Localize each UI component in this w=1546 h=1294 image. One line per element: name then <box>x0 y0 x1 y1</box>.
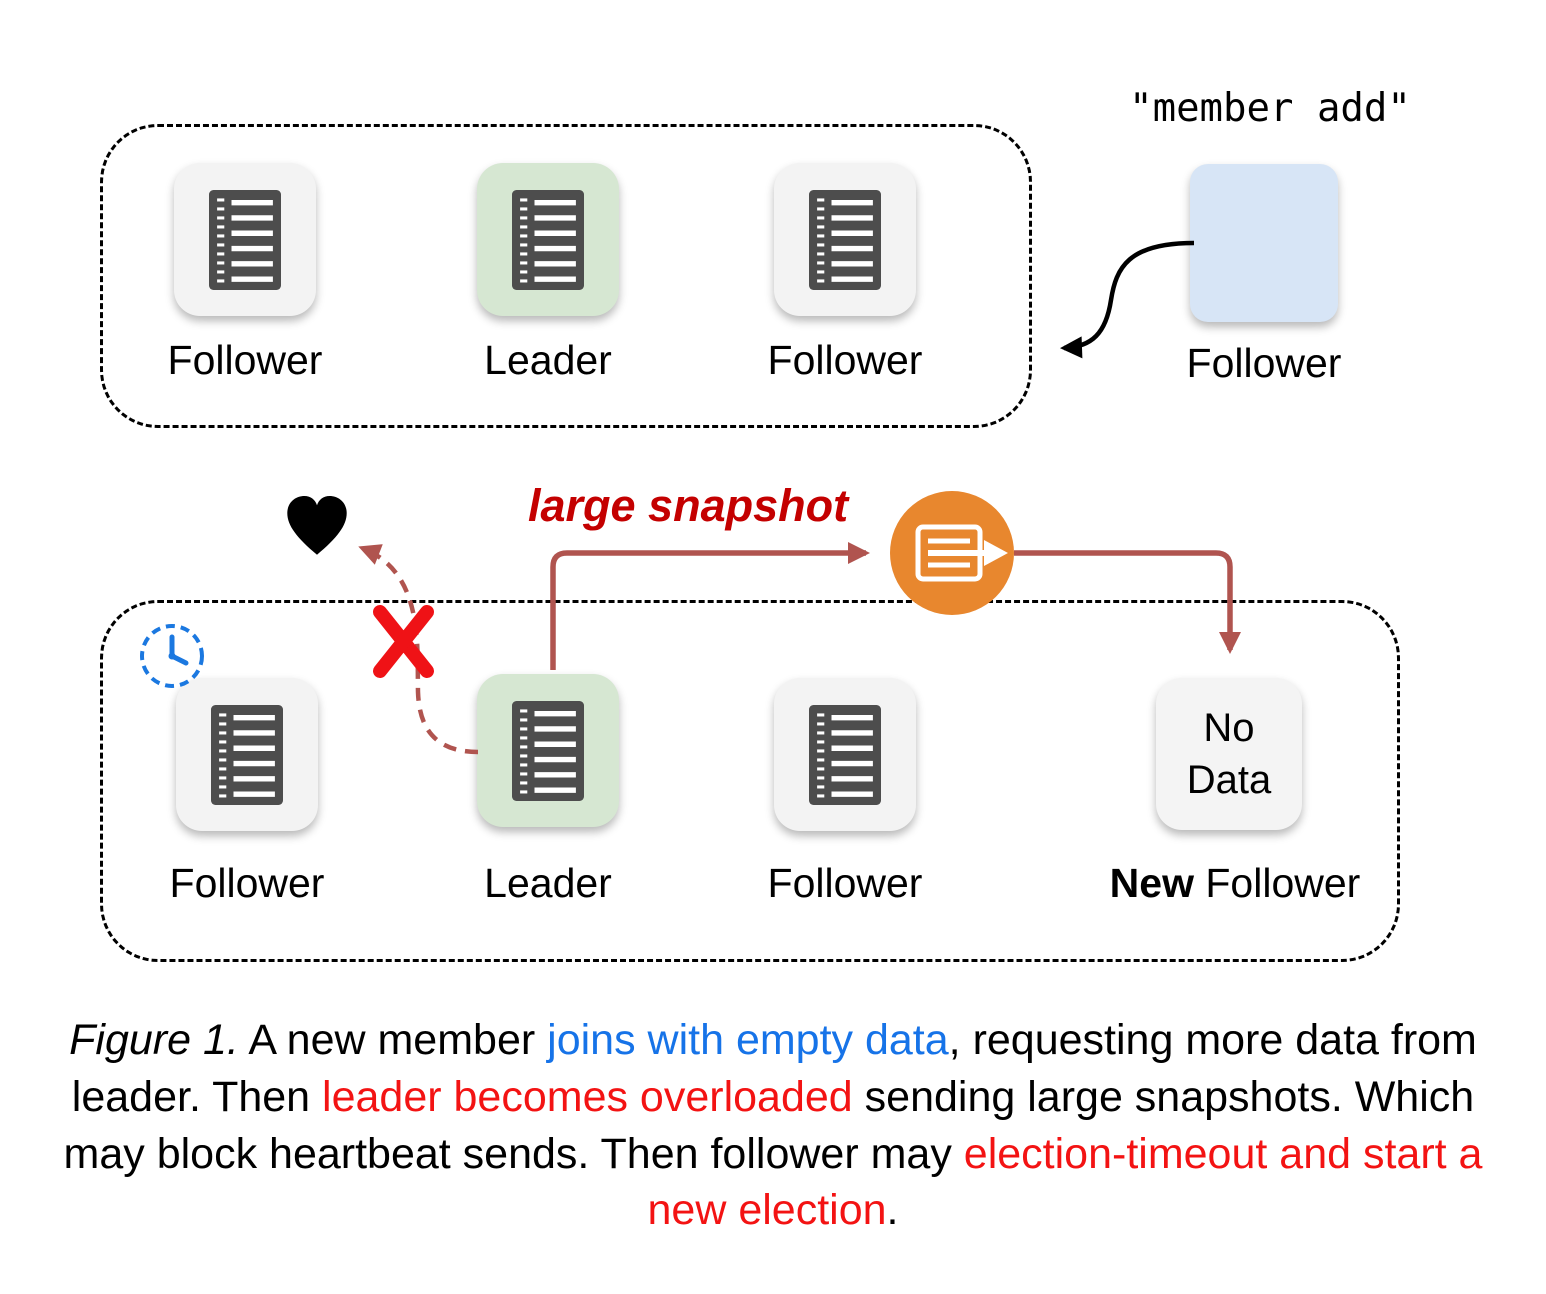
figure-caption: Figure 1. A new member joins with empty … <box>60 1012 1486 1239</box>
no-data-node: No Data <box>1156 678 1302 830</box>
new-member-label: Follower <box>1186 340 1342 386</box>
log-icon <box>200 186 290 294</box>
caption-text-1: A new member <box>238 1016 548 1064</box>
snapshot-transfer-icon <box>890 491 1014 615</box>
member-add-arrow <box>1060 240 1195 359</box>
top-node-follower-1 <box>174 163 316 316</box>
new-member-node <box>1190 164 1338 322</box>
top-follower-1-label: Follower <box>167 337 323 383</box>
caption-text-2: , requesting more data from leader. Then <box>71 1016 1477 1121</box>
caption-joins-empty-data: joins with empty data <box>547 1016 949 1064</box>
new-follower-label-follower: Follower <box>1205 860 1361 906</box>
caption-election-timeout: election-timeout and start a new electio… <box>647 1129 1483 1235</box>
caption-leader-overloaded: leader becomes overloaded <box>322 1072 853 1121</box>
bottom-node-follower-1 <box>176 678 318 831</box>
new-follower-label-new: New <box>1109 860 1194 906</box>
heart-icon <box>287 495 347 555</box>
log-icon <box>800 701 890 809</box>
top-leader-label: Leader <box>484 337 612 383</box>
log-icon <box>800 186 890 294</box>
bottom-follower-2-label: Follower <box>767 860 923 906</box>
log-icon <box>503 186 593 294</box>
caption-figure-label: Figure 1. <box>69 1016 239 1064</box>
large-snapshot-label: large snapshot <box>528 480 849 531</box>
caption-text-3: sending large snapshots. Which may block… <box>63 1072 1475 1178</box>
no-data-text: No Data <box>1186 706 1272 802</box>
bottom-follower-1-label: Follower <box>169 860 325 906</box>
top-cluster-box <box>100 124 1032 428</box>
new-follower-label: New Follower <box>1090 860 1380 907</box>
bottom-node-follower-2 <box>774 678 916 831</box>
top-node-follower-2 <box>774 163 916 316</box>
top-node-leader <box>477 163 619 316</box>
bottom-leader-label: Leader <box>484 860 612 906</box>
log-icon <box>202 701 292 809</box>
bottom-node-leader <box>477 674 619 827</box>
top-follower-2-label: Follower <box>767 337 923 383</box>
member-add-command: "member add" <box>1129 86 1411 131</box>
log-icon <box>503 697 593 805</box>
caption-text-4: . <box>886 1186 899 1235</box>
